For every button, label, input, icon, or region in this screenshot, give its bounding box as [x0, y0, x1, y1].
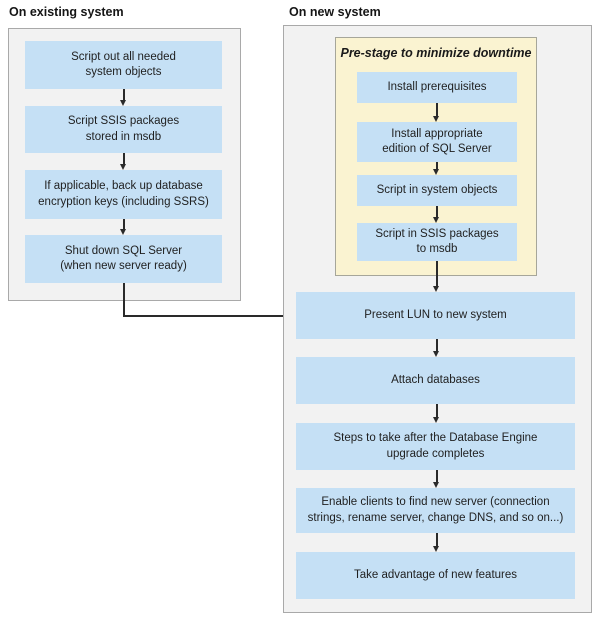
- arrow-down-icon: [433, 162, 439, 175]
- new-system-header: On new system: [289, 5, 381, 19]
- elbow-connector-vertical: [123, 283, 125, 316]
- step-script-ssis-packages: Script SSIS packages stored in msdb: [25, 106, 222, 153]
- arrow-down-icon: [433, 470, 439, 488]
- arrow-down-icon: [120, 219, 126, 235]
- step-enable-clients-find-server: Enable clients to find new server (conne…: [296, 488, 575, 533]
- step-post-upgrade-steps: Steps to take after the Database Engine …: [296, 423, 575, 470]
- step-take-advantage-new-features: Take advantage of new features: [296, 552, 575, 599]
- step-install-prerequisites: Install prerequisites: [357, 72, 517, 103]
- existing-system-header: On existing system: [9, 5, 124, 19]
- arrow-down-icon: [433, 404, 439, 423]
- arrow-down-icon: [120, 89, 126, 106]
- arrow-down-icon: [120, 153, 126, 170]
- arrow-down-icon: [433, 533, 439, 552]
- prestage-title: Pre-stage to minimize downtime: [340, 46, 532, 60]
- step-install-sql-server-edition: Install appropriate edition of SQL Serve…: [357, 122, 517, 162]
- elbow-connector-horizontal: [123, 315, 290, 317]
- arrow-down-icon: [433, 103, 439, 122]
- step-present-lun: Present LUN to new system: [296, 292, 575, 339]
- arrow-down-icon: [433, 206, 439, 223]
- step-script-out-system-objects: Script out all needed system objects: [25, 41, 222, 89]
- arrow-down-icon: [433, 261, 439, 292]
- step-script-in-system-objects: Script in system objects: [357, 175, 517, 206]
- step-backup-encryption-keys: If applicable, back up database encrypti…: [25, 170, 222, 219]
- step-shutdown-sql-server: Shut down SQL Server (when new server re…: [25, 235, 222, 283]
- step-script-in-ssis-packages: Script in SSIS packages to msdb: [357, 223, 517, 261]
- arrow-down-icon: [433, 339, 439, 357]
- step-attach-databases: Attach databases: [296, 357, 575, 404]
